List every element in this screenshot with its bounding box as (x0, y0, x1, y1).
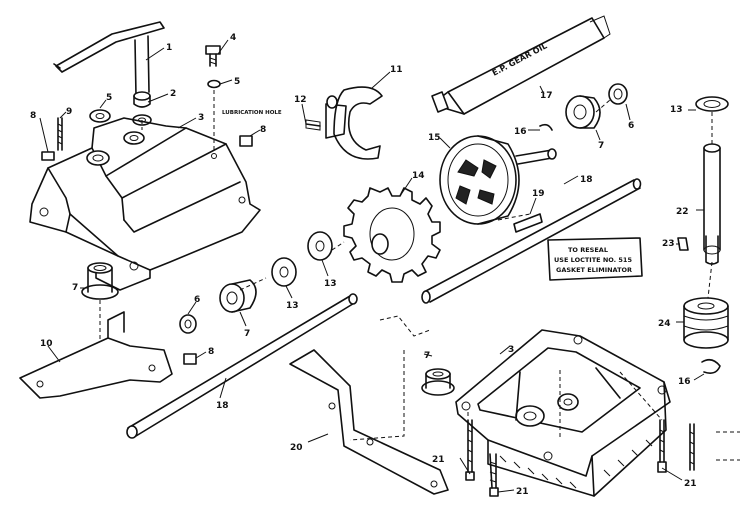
callout-24: 24 (658, 319, 671, 329)
callout-6-left: 6 (194, 295, 200, 305)
part-vertical-shaft (677, 96, 729, 374)
callout-5-left: 5 (106, 93, 112, 103)
callout-7-left: 7 (72, 283, 78, 293)
callout-21-center: 21 (516, 487, 529, 497)
part-clutch-pulley (439, 123, 557, 225)
callout-numbers: 1 2 3 3 4 5 5 6 6 7 7 7 7 8 8 8 9 10 11 … (30, 33, 697, 497)
callout-8-bottom: 8 (208, 347, 214, 357)
part-bolt-top (205, 45, 221, 89)
part-spur-gear (343, 187, 441, 283)
part-lower-housing (455, 329, 671, 497)
callout-7-lower-right: 7 (424, 351, 430, 361)
part-shift-fork (305, 86, 383, 160)
callout-17: 17 (540, 91, 553, 101)
callout-7-top-right: 7 (598, 141, 604, 151)
callout-6-right: 6 (628, 121, 634, 131)
callout-21-left: 21 (432, 455, 445, 465)
callout-7-center: 7 (244, 329, 250, 339)
part-bushing-right-top (565, 83, 628, 129)
callout-4: 4 (230, 33, 236, 43)
callout-5-right: 5 (234, 77, 240, 87)
reseal-note-line-1: TO RESEAL (568, 246, 608, 254)
part-fasteners-left (41, 117, 253, 161)
callout-2: 2 (170, 89, 176, 99)
callout-leaders (39, 39, 705, 493)
callout-23: 23 (662, 239, 675, 249)
callout-8-left: 8 (30, 111, 36, 121)
part-bushing-lower-right (421, 368, 455, 396)
callout-20: 20 (290, 443, 303, 453)
part-bushing-left (81, 262, 119, 300)
callout-3-lower: 3 (508, 345, 514, 355)
callout-18-lower: 18 (216, 401, 229, 411)
callout-19: 19 (532, 189, 545, 199)
callout-21-right: 21 (684, 479, 697, 489)
part-lever-bracket (53, 21, 165, 108)
callout-1: 1 (166, 43, 172, 53)
callout-16-right: 16 (678, 377, 691, 387)
part-gear-oil-tube (431, 15, 611, 115)
part-upper-housing (29, 117, 261, 291)
part-upper-shaft (421, 178, 642, 304)
callout-16-top: 16 (514, 127, 527, 137)
callout-13-left: 13 (286, 301, 299, 311)
reseal-note-box: TO RESEAL USE LOCTITE NO. 515 GASKET ELI… (547, 237, 643, 281)
part-bushing-center (179, 231, 333, 334)
callout-13-center: 13 (324, 279, 337, 289)
part-bottom-plate-left (19, 311, 197, 399)
callout-9: 9 (66, 107, 72, 117)
callout-12: 12 (294, 95, 307, 105)
callout-10: 10 (40, 339, 53, 349)
callout-3-upper: 3 (198, 113, 204, 123)
assembly-guide-lines (99, 90, 740, 461)
callout-14: 14 (412, 171, 425, 181)
part-mount-bracket (289, 349, 449, 495)
reseal-note-line-2: USE LOCTITE NO. 515 (554, 256, 632, 264)
callout-18-upper: 18 (580, 175, 593, 185)
reseal-note-line-3: GASKET ELIMINATOR (556, 266, 632, 274)
callout-22: 22 (676, 207, 689, 217)
callout-15: 15 (428, 133, 441, 143)
callout-13-right: 13 (670, 105, 683, 115)
part-lower-shaft (126, 293, 358, 439)
callout-11: 11 (390, 65, 403, 75)
lubrication-hole-label: LUBRICATION HOLE (222, 110, 282, 116)
callout-8-right: 8 (260, 125, 266, 135)
